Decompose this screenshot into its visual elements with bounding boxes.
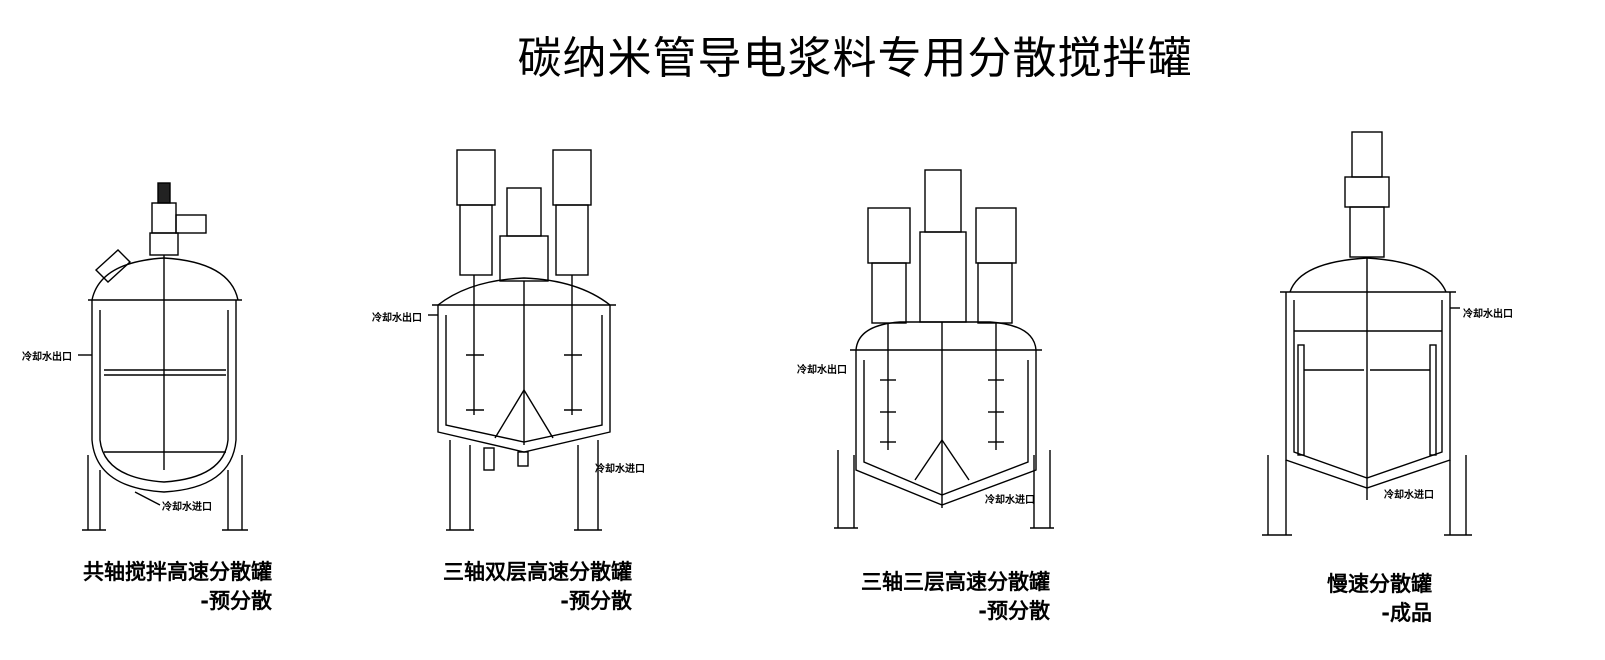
tank-3-cooling-inlet-label: 冷却水进口 xyxy=(985,495,1035,506)
tank-1-purpose: -预分散 xyxy=(200,589,272,613)
tank-3-caption: 三轴三层高速分散罐 -预分散 xyxy=(818,568,1050,626)
tank-3-name: 三轴三层高速分散罐 xyxy=(861,570,1050,594)
tank-2-name: 三轴双层高速分散罐 xyxy=(443,560,632,584)
tank-3-drawing xyxy=(834,169,1054,529)
tank-1-drawing xyxy=(78,182,248,531)
tank-4-cooling-inlet-label: 冷却水进口 xyxy=(1384,490,1434,501)
tank-2-caption: 三轴双层高速分散罐 -预分散 xyxy=(400,558,632,616)
tank-4-name: 慢速分散罐 xyxy=(1327,572,1432,596)
tank-4-drawing xyxy=(1262,131,1472,536)
tank-4-caption: 慢速分散罐 -成品 xyxy=(1250,570,1432,628)
tank-2-cooling-inlet-label: 冷却水进口 xyxy=(595,464,645,475)
page-title: 碳纳米管导电浆料专用分散搅拌罐 xyxy=(517,33,1193,84)
tank-1-cooling-outlet-label: 冷却水出口 xyxy=(22,352,72,363)
tank-1-caption: 共轴搅拌高速分散罐 -预分散 xyxy=(40,558,272,616)
tank-1-name: 共轴搅拌高速分散罐 xyxy=(83,560,272,584)
tank-3-cooling-outlet-label: 冷却水出口 xyxy=(797,365,847,376)
tank-3-purpose: -预分散 xyxy=(978,599,1050,623)
tank-2-purpose: -预分散 xyxy=(560,589,632,613)
tank-1-cooling-inlet-label: 冷却水进口 xyxy=(162,502,212,513)
tank-2-cooling-outlet-label: 冷却水出口 xyxy=(372,313,422,324)
tank-4-cooling-outlet-label: 冷却水出口 xyxy=(1463,309,1513,320)
tank-2-drawing xyxy=(428,149,616,531)
tank-4-purpose: -成品 xyxy=(1381,601,1432,625)
